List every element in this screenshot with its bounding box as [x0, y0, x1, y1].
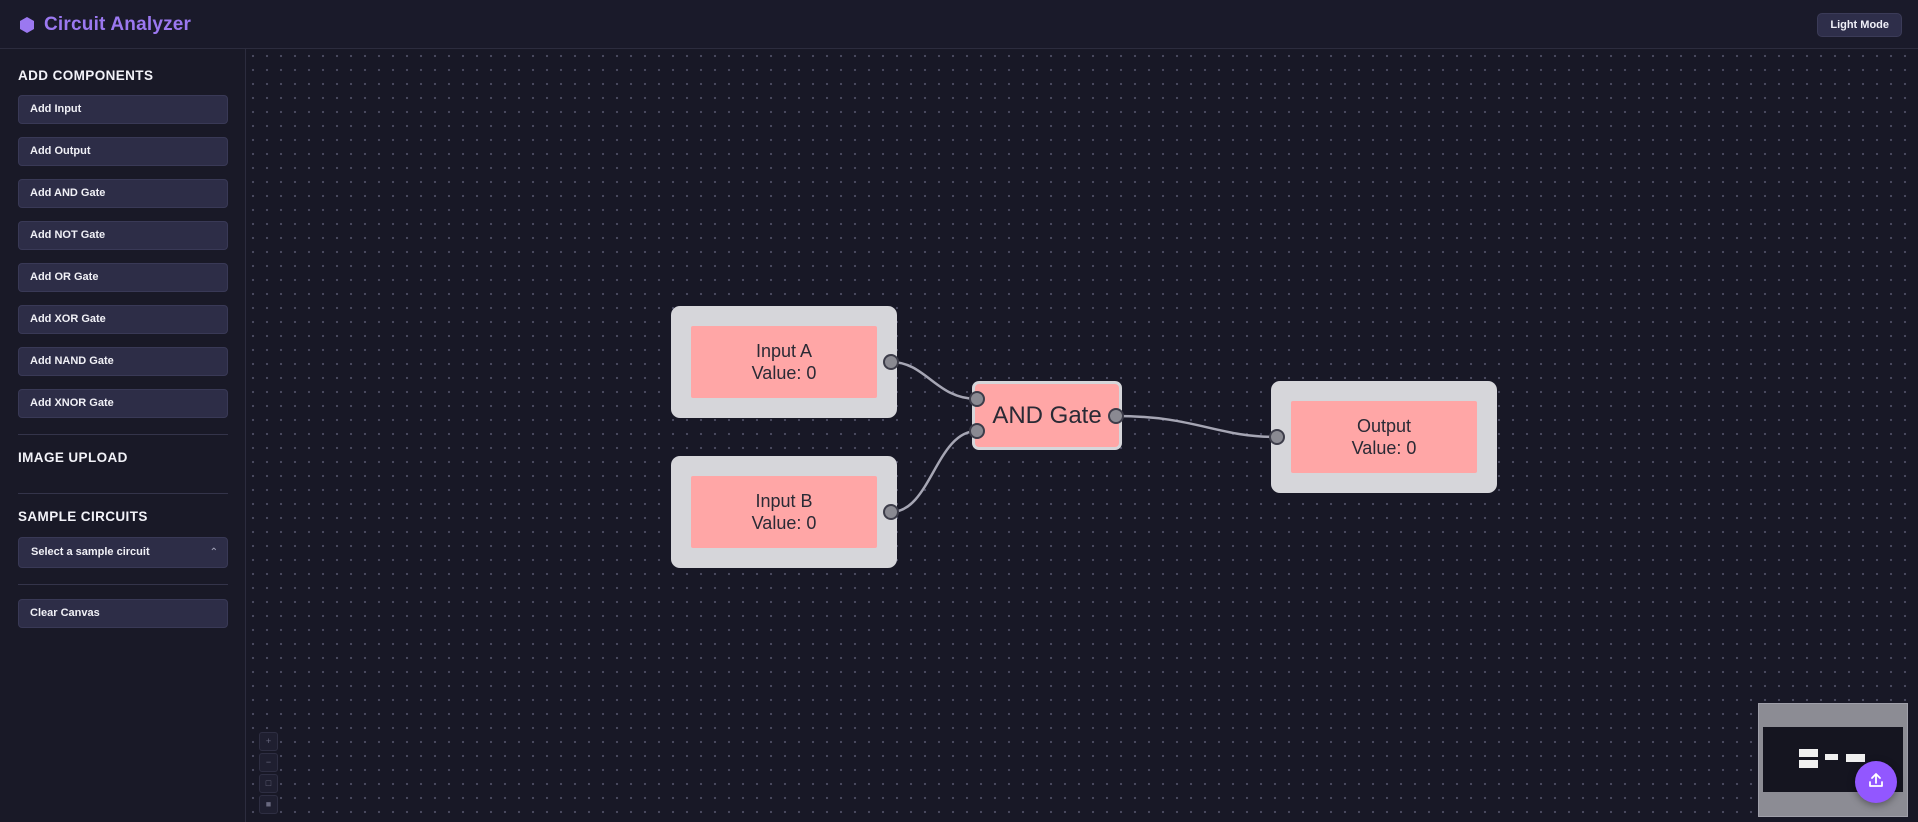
and-gate-output-port[interactable] — [1108, 408, 1124, 424]
sample-circuit-select-value: Select a sample circuit — [31, 546, 150, 558]
wire-input-b-to-and — [890, 429, 978, 514]
upload-button[interactable] — [1855, 761, 1897, 803]
input-b-body: Input B Value: 0 — [691, 476, 877, 548]
wire-and-to-output — [1115, 414, 1278, 439]
chevron-up-icon: ⌃ — [209, 547, 218, 558]
input-b-node[interactable]: Input B Value: 0 — [671, 456, 897, 568]
add-xnor-gate-button[interactable]: Add XNOR Gate — [18, 389, 228, 418]
and-gate-label: AND Gate — [992, 401, 1102, 429]
node-value: Value: 0 — [751, 513, 817, 533]
node-label: Output — [1356, 416, 1412, 436]
sample-circuits-heading: SAMPLE CIRCUITS — [18, 509, 148, 524]
minimap-node — [1825, 754, 1838, 760]
minimap-node — [1846, 754, 1865, 762]
and-gate-input-port-1[interactable] — [969, 391, 985, 407]
brand: Circuit Analyzer — [18, 14, 191, 36]
light-mode-button[interactable]: Light Mode — [1817, 13, 1902, 37]
add-not-gate-button[interactable]: Add NOT Gate — [18, 221, 228, 250]
input-a-node[interactable]: Input A Value: 0 — [671, 306, 897, 418]
lock-icon[interactable]: ■ — [259, 795, 278, 814]
and-gate-input-port-2[interactable] — [969, 423, 985, 439]
fit-view-icon[interactable]: □ — [259, 774, 278, 793]
output-input-port[interactable] — [1269, 429, 1285, 445]
sidebar: ADD COMPONENTS Add Input Add Output Add … — [0, 49, 246, 822]
node-label: Input B — [755, 491, 813, 511]
circuit-canvas[interactable]: Input A Value: 0 Input B Value: 0 AND Ga… — [246, 49, 1918, 822]
app-title: Circuit Analyzer — [44, 14, 192, 35]
node-label: Input A — [755, 341, 813, 361]
add-or-gate-button[interactable]: Add OR Gate — [18, 263, 228, 292]
minimap-node — [1799, 760, 1818, 768]
add-and-gate-button[interactable]: Add AND Gate — [18, 179, 228, 208]
node-value: Value: 0 — [751, 363, 817, 383]
add-output-button[interactable]: Add Output — [18, 137, 228, 166]
output-body: Output Value: 0 — [1291, 401, 1477, 473]
add-nand-gate-button[interactable]: Add NAND Gate — [18, 347, 228, 376]
sample-circuit-select[interactable]: Select a sample circuit ⌃ — [18, 537, 228, 568]
clear-canvas-button[interactable]: Clear Canvas — [18, 599, 228, 628]
add-input-button[interactable]: Add Input — [18, 95, 228, 124]
section-divider — [18, 493, 228, 494]
app-header: Circuit Analyzer Light Mode — [0, 0, 1918, 49]
upload-icon — [1867, 771, 1885, 794]
and-gate-node[interactable]: AND Gate — [972, 381, 1122, 450]
wire-input-a-to-and — [890, 360, 978, 401]
zoom-in-icon[interactable]: + — [259, 732, 278, 751]
image-upload-heading: IMAGE UPLOAD — [18, 450, 128, 465]
node-value: Value: 0 — [1351, 438, 1417, 458]
minimap-node — [1799, 749, 1818, 757]
hexagon-icon — [18, 16, 36, 34]
zoom-out-icon[interactable]: − — [259, 753, 278, 772]
section-divider — [18, 434, 228, 435]
add-components-heading: ADD COMPONENTS — [18, 68, 154, 83]
output-node[interactable]: Output Value: 0 — [1271, 381, 1497, 493]
wires-layer — [890, 360, 1278, 514]
add-xor-gate-button[interactable]: Add XOR Gate — [18, 305, 228, 334]
input-a-output-port[interactable] — [883, 354, 899, 370]
section-divider — [18, 584, 228, 585]
input-b-output-port[interactable] — [883, 504, 899, 520]
input-a-body: Input A Value: 0 — [691, 326, 877, 398]
